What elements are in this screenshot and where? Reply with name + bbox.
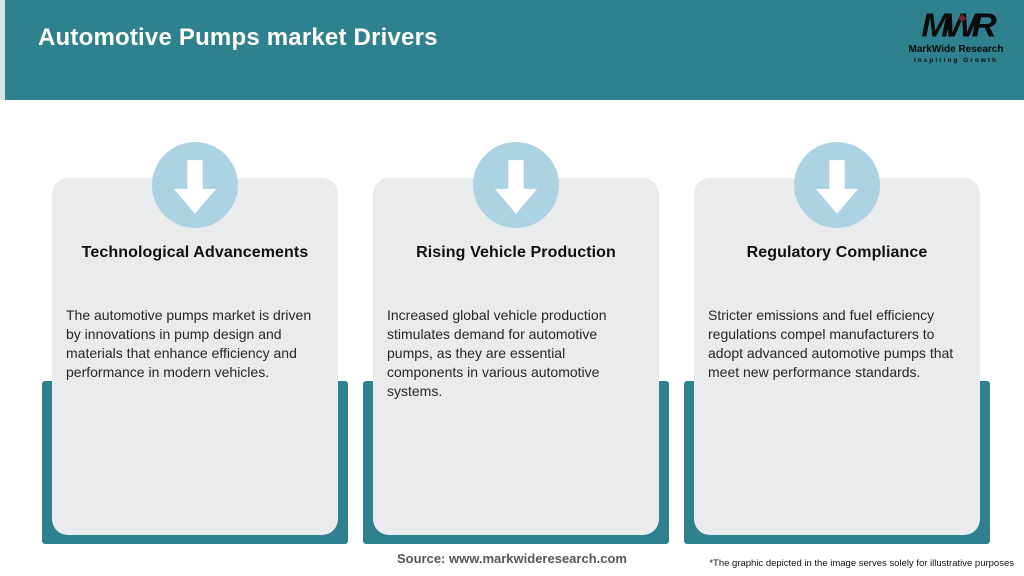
down-arrow-glyph bbox=[815, 160, 859, 214]
header-bar: Automotive Pumps market Drivers MWR Mark… bbox=[0, 0, 1024, 100]
card-body: Technological Advancements The automotiv… bbox=[52, 178, 338, 535]
logo-name: MarkWide Research bbox=[908, 44, 1004, 55]
down-arrow-icon bbox=[152, 142, 238, 228]
card-body: Regulatory Compliance Stricter emissions… bbox=[694, 178, 980, 535]
logo-tagline: Inspiring Growth bbox=[914, 56, 998, 64]
card-title: Rising Vehicle Production bbox=[416, 244, 616, 261]
card-text: Increased global vehicle production stim… bbox=[387, 307, 607, 400]
card-title: Regulatory Compliance bbox=[746, 244, 928, 261]
card-body: Rising Vehicle Production Increased glob… bbox=[373, 178, 659, 535]
down-arrow-glyph bbox=[173, 160, 217, 214]
disclaimer-text: *The graphic depicted in the image serve… bbox=[709, 558, 1014, 569]
down-arrow-icon bbox=[473, 142, 559, 228]
card-title: Technological Advancements bbox=[81, 244, 309, 261]
down-arrow-glyph bbox=[494, 160, 538, 214]
card-text: Stricter emissions and fuel efficiency r… bbox=[708, 307, 954, 381]
source-text: Source: www.markwideresearch.com bbox=[396, 551, 627, 566]
logo-mark-text: MWR bbox=[921, 6, 997, 45]
brand-logo: MWR MarkWide Research Inspiring Growth bbox=[896, 8, 1016, 65]
down-arrow-icon bbox=[794, 142, 880, 228]
logo-mark: MWR bbox=[921, 6, 997, 45]
card-text: The automotive pumps market is driven by… bbox=[66, 307, 312, 381]
page-title: Automotive Pumps market Drivers bbox=[38, 24, 438, 51]
